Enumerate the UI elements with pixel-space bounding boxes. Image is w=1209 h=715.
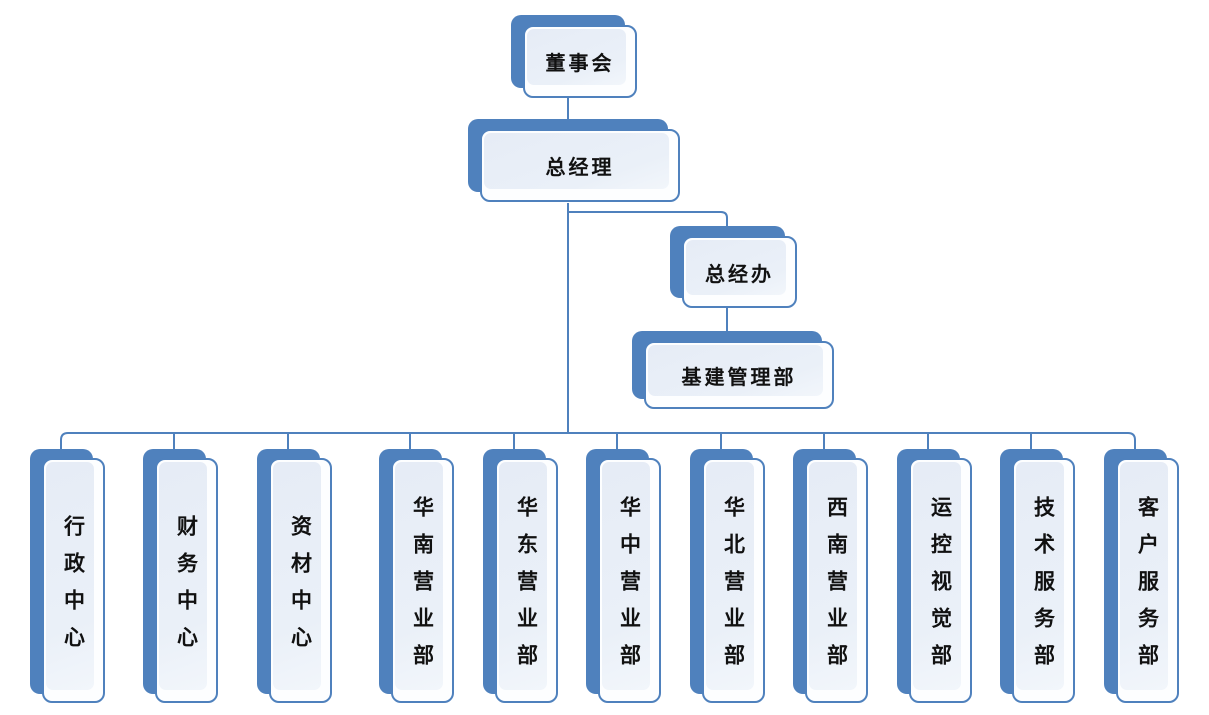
org-node-dept-materials-center: 资材中心 bbox=[269, 458, 332, 703]
org-node-label: 华中营业部 bbox=[617, 496, 643, 681]
org-node-dept-east-china-sales: 华东营业部 bbox=[495, 458, 558, 703]
org-node-dept-admin-center: 行政中心 bbox=[42, 458, 105, 703]
org-node-label: 董事会 bbox=[545, 51, 615, 75]
org-node-label: 总经理 bbox=[545, 155, 615, 179]
org-node-dept-south-china-sales: 华南营业部 bbox=[391, 458, 454, 703]
org-node-general-manager: 总经理 bbox=[480, 129, 680, 202]
org-node-label: 财务中心 bbox=[174, 514, 200, 663]
org-node-label: 华东营业部 bbox=[514, 496, 540, 681]
org-node-label: 华南营业部 bbox=[410, 496, 436, 681]
org-node-dept-southwest-sales: 西南营业部 bbox=[805, 458, 868, 703]
org-node-board: 董事会 bbox=[523, 25, 637, 98]
org-node-label: 客户服务部 bbox=[1135, 496, 1161, 681]
org-node-infrastructure-dept: 基建管理部 bbox=[644, 341, 834, 409]
connector-gm-gmo bbox=[568, 211, 728, 237]
org-node-label: 资材中心 bbox=[288, 514, 314, 663]
org-node-dept-operations-control-vision: 运控视觉部 bbox=[909, 458, 972, 703]
org-node-dept-finance-center: 财务中心 bbox=[155, 458, 218, 703]
org-node-label: 运控视觉部 bbox=[928, 496, 954, 681]
org-node-label: 基建管理部 bbox=[681, 364, 797, 389]
org-node-label: 行政中心 bbox=[61, 514, 87, 663]
org-node-dept-technical-service: 技术服务部 bbox=[1012, 458, 1075, 703]
connector-distribution bbox=[60, 432, 1136, 452]
org-node-gm-office: 总经办 bbox=[682, 236, 797, 308]
org-node-label: 技术服务部 bbox=[1031, 496, 1057, 681]
org-node-label: 华北营业部 bbox=[721, 496, 747, 681]
org-node-dept-central-china-sales: 华中营业部 bbox=[598, 458, 661, 703]
org-node-dept-customer-service: 客户服务部 bbox=[1116, 458, 1179, 703]
org-node-label: 总经办 bbox=[705, 261, 774, 286]
org-node-dept-north-china-sales: 华北营业部 bbox=[702, 458, 765, 703]
org-node-label: 西南营业部 bbox=[824, 496, 850, 681]
